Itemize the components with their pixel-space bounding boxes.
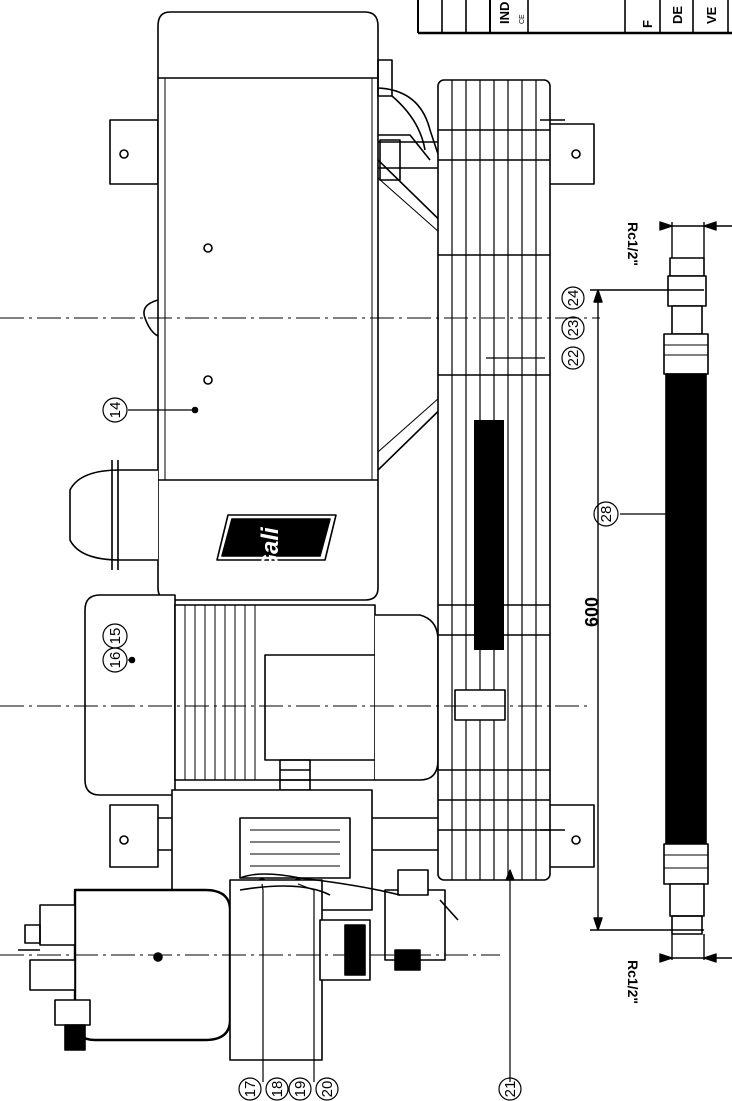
callout-28: 28 — [598, 506, 615, 523]
callout-15: 15 — [107, 628, 124, 645]
callout-23: 23 — [565, 320, 582, 337]
title-cell-ve: VE — [704, 6, 719, 24]
dimension-600-label: 600 — [582, 597, 602, 627]
pressure-switch-assembly — [18, 789, 459, 1061]
callout-leaders — [128, 357, 670, 1082]
dimension-600 — [590, 289, 704, 931]
callout-labels: 14 15 16 17 18 19 20 21 22 23 24 28 — [107, 290, 615, 1098]
brand-text: Gali — [257, 526, 284, 573]
pump-body — [143, 11, 441, 601]
callout-24: 24 — [565, 290, 582, 307]
title-cell-ce: CE — [519, 14, 526, 24]
callout-14: 14 — [107, 402, 124, 419]
motor — [84, 594, 439, 796]
title-cell-ind: IND — [497, 2, 512, 24]
brand-logo — [216, 514, 337, 561]
title-cell-de: DE — [670, 6, 685, 24]
dimension-labels: 600 Rc1/2" Rc1/2" — [582, 222, 641, 1004]
intake-filter — [69, 460, 158, 570]
thread-label-top: Rc1/2" — [625, 222, 641, 266]
callout-20: 20 — [319, 1081, 336, 1098]
callout-21: 21 — [502, 1081, 519, 1098]
callout-18: 18 — [269, 1081, 286, 1098]
dimension-thread-bottom — [659, 934, 732, 963]
title-block — [417, 0, 732, 35]
callout-16: 16 — [107, 652, 124, 669]
center-lines — [0, 317, 600, 956]
callout-22: 22 — [565, 350, 582, 367]
hose — [663, 257, 709, 935]
callout-19: 19 — [292, 1081, 309, 1098]
callout-17: 17 — [242, 1081, 259, 1098]
title-block-text: IND CE F DE VE — [497, 2, 719, 28]
thread-label-bottom: Rc1/2" — [625, 960, 641, 1004]
callout-circles — [102, 286, 619, 1101]
dimension-thread-top — [659, 221, 732, 258]
fan-guard — [437, 79, 565, 881]
title-cell-f: F — [640, 20, 655, 28]
